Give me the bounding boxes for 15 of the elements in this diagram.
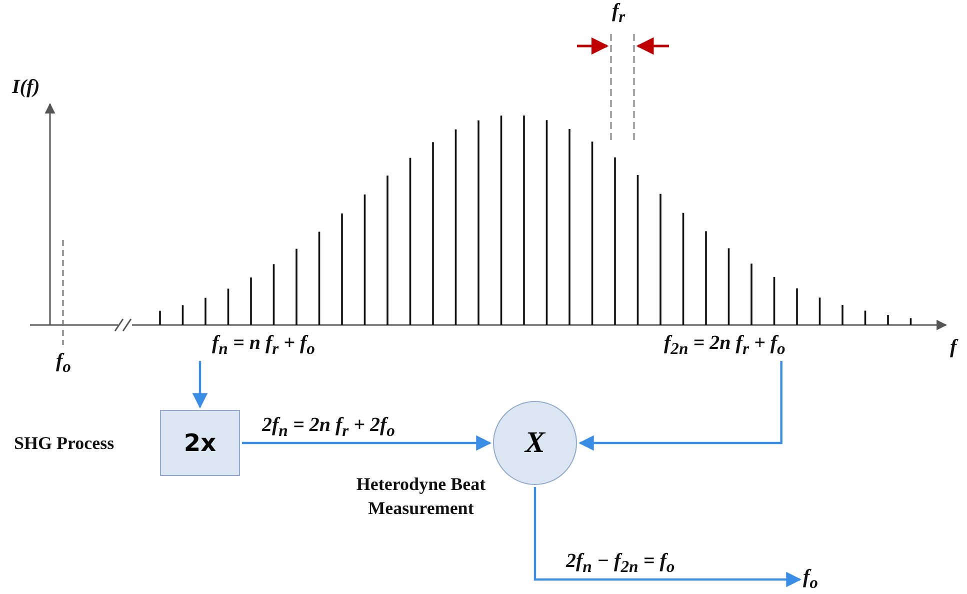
line-frequency-label: f$_{n}$ = n f$_{r}$ + f$_{o}$ (196, 332, 315, 359)
arrow (534, 487, 802, 588)
arrow (242, 435, 492, 451)
arrow (578, 361, 782, 451)
arrow (192, 361, 208, 409)
axis-label: I(f) (12, 76, 40, 99)
node-label: SHG Process (14, 433, 114, 454)
spacing-label: f$_{r}$ (612, 0, 626, 27)
offset-label: f$_{o}$ (56, 350, 71, 377)
line-frequency-label: f$_{2n}$ = 2n f$_{r}$ + f$_{o}$ (664, 332, 786, 359)
output-frequency-label: f$_{o}$ (803, 566, 818, 593)
node-label: Heterodyne Beat Measurement (355, 473, 487, 520)
mixer-circle: X (493, 401, 577, 485)
axis-label: f (950, 336, 957, 359)
doubler-box: 2x (160, 410, 240, 476)
